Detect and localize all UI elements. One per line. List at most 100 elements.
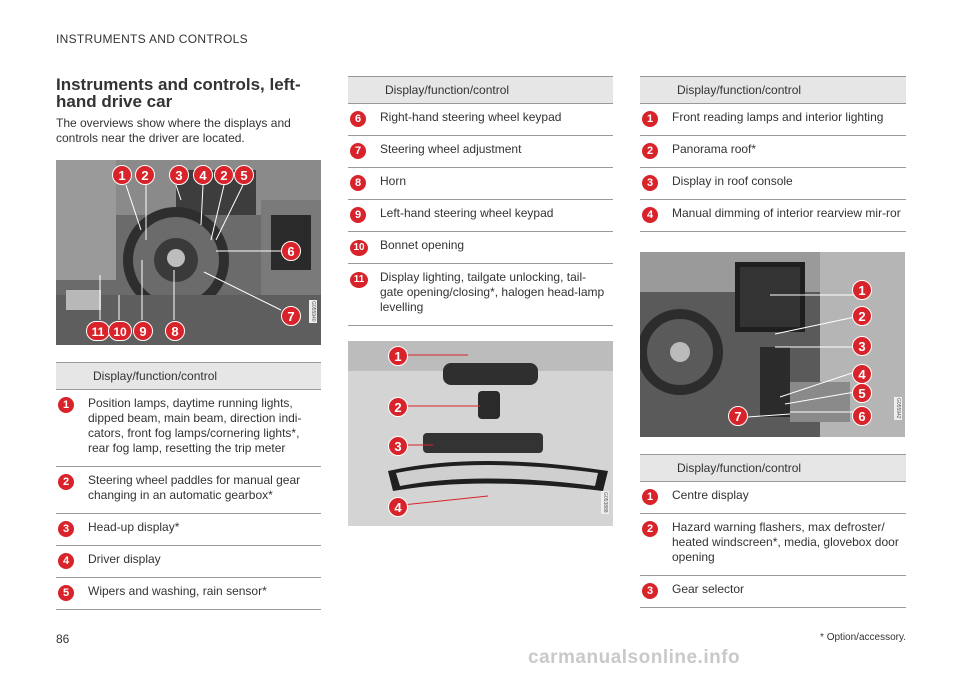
table-row: 9 Left-hand steering wheel keypad [348, 199, 613, 232]
table-row: 6 Right-hand steering wheel keypad [348, 103, 613, 136]
table-header: Display/function/control [640, 76, 906, 104]
table-row: 2 Panorama roof* [640, 135, 906, 168]
table-row: 11 Display lighting, tailgate unlocking, … [348, 263, 613, 326]
row-text: Left-hand steering wheel keypad [380, 199, 613, 232]
callout-1: 1 [112, 165, 132, 185]
table-row: 1 Centre display [640, 481, 906, 514]
callout-2b: 2 [214, 165, 234, 185]
table-row: 10 Bonnet opening [348, 231, 613, 264]
table-header: Display/function/control [348, 76, 613, 104]
callout-6: 6 [281, 241, 301, 261]
table-header: Display/function/control [56, 362, 321, 390]
callout-3: 3 [388, 436, 408, 456]
table-row: 5 Wipers and washing, rain sensor* [56, 577, 321, 610]
callout-7: 7 [728, 406, 748, 426]
table-row: 2 Hazard warning flashers, max defroster/… [640, 513, 906, 576]
table-row: 1 Front reading lamps and interior lighti… [640, 103, 906, 136]
table-header: Display/function/control [640, 454, 906, 482]
number-marker: 2 [642, 143, 658, 159]
table-row: 1 Position lamps, daytime running lights,… [56, 389, 321, 467]
callout-5: 5 [852, 383, 872, 403]
table-row: 7 Steering wheel adjustment [348, 135, 613, 168]
section-header: INSTRUMENTS AND CONTROLS [56, 32, 248, 46]
table-row: 4 Manual dimming of interior rearview mir… [640, 199, 906, 232]
controls-table-3: Display/function/control 1 Front reading … [640, 76, 906, 232]
callout-5: 5 [234, 165, 254, 185]
row-text: Driver display [88, 545, 321, 578]
table-row: 4 Driver display [56, 545, 321, 578]
number-marker: 4 [642, 207, 658, 223]
callout-1: 1 [388, 346, 408, 366]
intro-text: The overviews show where the displays an… [56, 116, 291, 145]
number-marker: 1 [642, 489, 658, 505]
number-marker: 2 [642, 521, 658, 537]
row-text: Front reading lamps and interior lightin… [672, 103, 906, 136]
footnote: * Option/accessory. [820, 632, 906, 643]
row-text: Steering wheel adjustment [380, 135, 613, 168]
roof-console-illustration [348, 341, 613, 526]
row-text: Hazard warning flashers, max defroster/ … [672, 513, 906, 576]
table-row: 8 Horn [348, 167, 613, 200]
table-row: 3 Head-up display* [56, 513, 321, 546]
row-text: Head-up display* [88, 513, 321, 546]
row-text: Steering wheel paddles for manual gear c… [88, 466, 321, 514]
row-text: Display lighting, tailgate unlocking, ta… [380, 263, 613, 326]
page-title: Instruments and controls, left-hand driv… [56, 75, 301, 111]
table-row: 3 Display in roof console [640, 167, 906, 200]
roof-console-photo: 1 2 3 4 G053888 [348, 341, 613, 526]
number-marker: 3 [642, 583, 658, 599]
column-left: Instruments and controls, left-hand driv… [56, 76, 321, 610]
row-text: Centre display [672, 481, 906, 514]
callout-1: 1 [852, 280, 872, 300]
table-row: 3 Gear selector [640, 575, 906, 608]
callout-2: 2 [135, 165, 155, 185]
number-marker: 2 [58, 474, 74, 490]
callout-3: 3 [169, 165, 189, 185]
row-text: Bonnet opening [380, 231, 613, 264]
row-text: Right-hand steering wheel keypad [380, 103, 613, 136]
number-marker: 4 [58, 553, 74, 569]
number-marker: 9 [350, 207, 366, 223]
row-text: Display in roof console [672, 167, 906, 200]
callout-4: 4 [193, 165, 213, 185]
number-marker: 1 [58, 397, 74, 413]
number-marker: 11 [350, 272, 368, 288]
callout-10: 10 [108, 321, 132, 341]
controls-table-1: Display/function/control 1 Position lamps… [56, 362, 321, 610]
row-text: Gear selector [672, 575, 906, 608]
number-marker: 7 [350, 143, 366, 159]
callout-4: 4 [388, 497, 408, 517]
callout-7: 7 [281, 306, 301, 326]
number-marker: 3 [58, 521, 74, 537]
row-text: Position lamps, daytime running lights, … [88, 389, 321, 467]
table-row: 2 Steering wheel paddles for manual gear … [56, 466, 321, 514]
callout-2: 2 [852, 306, 872, 326]
centre-console-photo: 1 2 3 4 5 6 7 G055942 [640, 252, 905, 437]
callout-6: 6 [852, 406, 872, 426]
column-middle: Display/function/control 6 Right-hand ste… [348, 76, 613, 526]
callout-9: 9 [133, 321, 153, 341]
number-marker: 8 [350, 175, 366, 191]
number-marker: 1 [642, 111, 658, 127]
row-text: Horn [380, 167, 613, 200]
column-right: Display/function/control 1 Front reading … [640, 76, 906, 608]
dashboard-photo: 1 2 3 4 2 5 6 7 11 10 9 8 G055940 [56, 160, 321, 345]
number-marker: 6 [350, 111, 366, 127]
number-marker: 3 [642, 175, 658, 191]
row-text: Panorama roof* [672, 135, 906, 168]
image-code: G053888 [601, 491, 609, 514]
controls-table-4: Display/function/control 1 Centre display… [640, 454, 906, 608]
number-marker: 10 [350, 240, 368, 256]
watermark: carmanualsonline.info [528, 647, 741, 668]
callout-4: 4 [852, 364, 872, 384]
page-number: 86 [56, 632, 70, 646]
callout-11: 11 [86, 321, 110, 341]
image-code: G055942 [894, 397, 902, 420]
row-text: Manual dimming of interior rearview mir-… [672, 199, 906, 232]
row-text: Wipers and washing, rain sensor* [88, 577, 321, 610]
image-code: G055940 [309, 300, 317, 323]
number-marker: 5 [58, 585, 74, 601]
controls-table-2: Display/function/control 6 Right-hand ste… [348, 76, 613, 326]
callout-2: 2 [388, 397, 408, 417]
callout-8: 8 [165, 321, 185, 341]
